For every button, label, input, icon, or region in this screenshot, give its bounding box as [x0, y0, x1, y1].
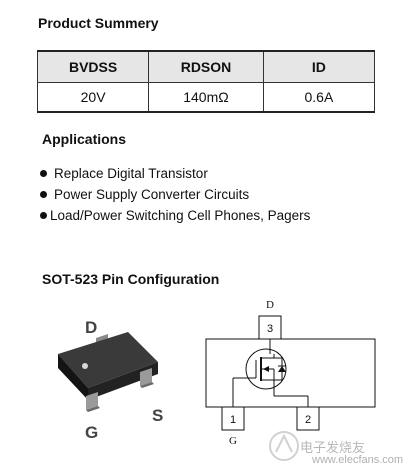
bullet-icon [40, 191, 47, 198]
list-item: Load/Power Switching Cell Phones, Pagers [40, 205, 310, 226]
pin3-number: 3 [267, 323, 273, 335]
pin-config-title: SOT-523 Pin Configuration [42, 271, 220, 287]
pin2-number: 2 [305, 414, 311, 426]
pin1-marker-icon [82, 363, 88, 369]
value-bvdss: 20V [36, 82, 150, 113]
chip-left-side-icon [58, 354, 88, 400]
list-item: Power Supply Converter Circuits [40, 184, 310, 205]
product-summary-table: BVDSS RDSON ID 20V 140mΩ 0.6A [36, 50, 376, 113]
gate-pin-icon [86, 392, 98, 410]
package-label-d: D [85, 318, 98, 337]
header-rdson: RDSON [148, 50, 264, 83]
pin1-number: 1 [230, 414, 236, 426]
applications-list: Replace Digital Transistor Power Supply … [40, 163, 310, 226]
schematic-body [205, 338, 376, 408]
list-item: Replace Digital Transistor [40, 163, 310, 184]
mosfet-circle-icon [245, 348, 287, 390]
watermark-logo-icon [269, 431, 299, 461]
product-summary-title: Product Summery [38, 15, 159, 31]
table-row: 20V 140mΩ 0.6A [36, 82, 376, 113]
source-pin-icon [140, 368, 152, 386]
pin-top-name: D [266, 299, 274, 311]
value-id: 0.6A [262, 82, 376, 113]
diode-icon [278, 366, 286, 372]
channel-arrow-icon [263, 366, 269, 372]
watermark-url: www.elecfans.com [312, 454, 404, 466]
value-rdson: 140mΩ [148, 82, 264, 113]
chip-front-side-icon [88, 362, 158, 400]
table-header-row: BVDSS RDSON ID [36, 50, 376, 83]
applications-title: Applications [42, 131, 127, 147]
header-bvdss: BVDSS [36, 50, 150, 83]
bullet-icon [40, 170, 47, 177]
package-label-s: S [152, 406, 164, 425]
pin-schematic [205, 315, 376, 431]
bullet-icon [40, 212, 47, 219]
watermark-text: 电子发烧友 [300, 440, 366, 455]
chip-top-icon [58, 332, 158, 388]
header-id: ID [262, 50, 376, 83]
package-label-g: G [85, 423, 99, 442]
pin-left-name: G [229, 435, 237, 447]
